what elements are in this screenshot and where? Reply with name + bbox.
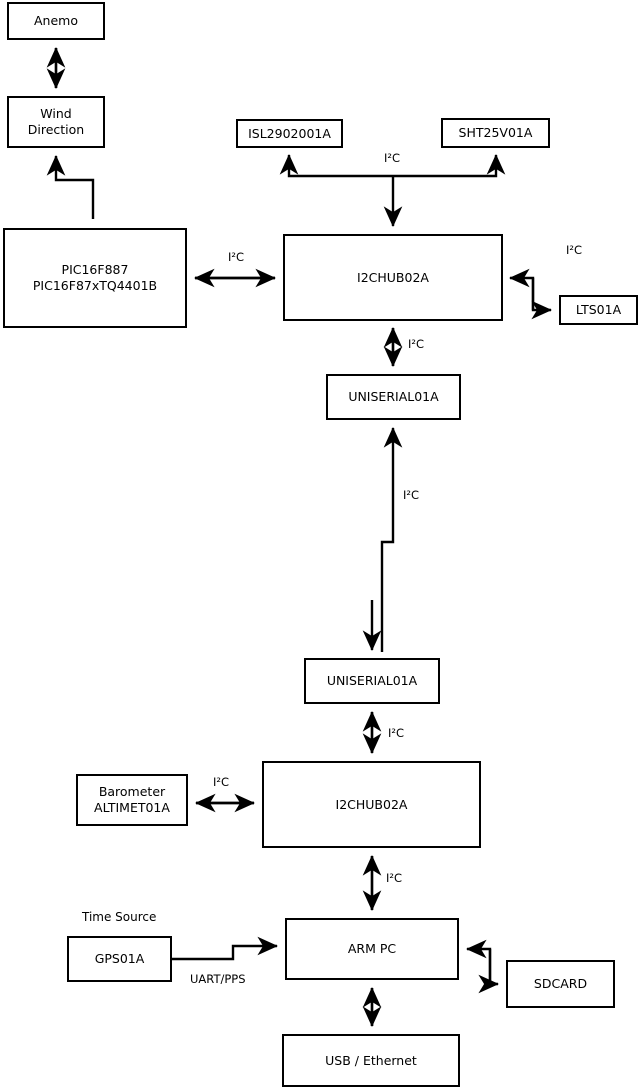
node-barometer[interactable]: Barometer ALTIMET01A [76, 774, 188, 826]
node-lts01a[interactable]: LTS01A [559, 295, 638, 325]
wire-uniserial-link-up [380, 427, 403, 652]
node-isl2902001a[interactable]: ISL2902001A [236, 119, 343, 148]
wire-lts-to-hub [509, 268, 535, 310]
wire-hub-to-lts [531, 278, 552, 320]
node-wind-direction-label: Wind Direction [27, 106, 85, 137]
edge-label-uniserial-link: I²C [403, 488, 420, 502]
node-i2chub02a-top-label: I2CHUB02A [357, 269, 429, 285]
node-uniserial01a-bottom-label: UNISERIAL01A [326, 673, 418, 689]
edge-label-hub-top-to-uniserial-top: I²C [408, 337, 425, 351]
node-sdcard-label: SDCARD [533, 976, 588, 992]
node-arm-pc-label: ARM PC [347, 941, 397, 957]
wire-bus-to-sht [393, 154, 506, 178]
node-i2chub02a-bottom-label: I2CHUB02A [335, 796, 408, 812]
edge-label-gps-to-arm-pc: UART/PPS [190, 972, 246, 986]
node-sht25v01a[interactable]: SHT25V01A [441, 118, 550, 148]
edge-label-barometer-to-hub: I²C [213, 775, 230, 789]
node-gps01a[interactable]: GPS01A [67, 936, 172, 982]
node-wind-direction[interactable]: Wind Direction [7, 96, 105, 148]
edge-label-hub-top-to-lts: I²C [566, 243, 583, 257]
wire-armpc-to-sdcard [478, 949, 499, 994]
node-pic-mcu[interactable]: PIC16F887 PIC16F87xTQ4401B [3, 228, 187, 328]
node-i2chub02a-bottom[interactable]: I2CHUB02A [262, 761, 481, 848]
node-isl2902001a-label: ISL2902001A [248, 125, 331, 141]
node-anemo[interactable]: Anemo [7, 2, 105, 40]
wire-bus-to-isl [279, 154, 393, 178]
node-i2chub02a-top[interactable]: I2CHUB02A [283, 234, 503, 321]
edge-label-uniserial-bottom-to-hub: I²C [388, 726, 405, 740]
node-anemo-label: Anemo [34, 13, 78, 29]
node-sht25v01a-label: SHT25V01A [458, 125, 533, 141]
node-gps01a-label: GPS01A [94, 951, 145, 967]
node-uniserial01a-top[interactable]: UNISERIAL01A [326, 374, 461, 420]
node-arm-pc[interactable]: ARM PC [285, 918, 459, 980]
wire-gps-to-armpc [172, 936, 278, 961]
node-lts01a-label: LTS01A [575, 302, 622, 318]
edge-label-pic-to-hub-top: I²C [228, 250, 245, 264]
node-pic-mcu-label: PIC16F887 PIC16F87xTQ4401B [32, 262, 158, 293]
edge-label-sensors-to-hub-top: I²C [384, 151, 401, 165]
node-uniserial01a-top-label: UNISERIAL01A [348, 389, 439, 405]
wire-sdcard-to-armpc [466, 939, 492, 984]
node-usb-ethernet-label: USB / Ethernet [325, 1052, 417, 1068]
wire-pic-to-wind [46, 155, 95, 219]
node-usb-ethernet[interactable]: USB / Ethernet [282, 1034, 460, 1087]
node-barometer-label: Barometer ALTIMET01A [94, 784, 170, 815]
edge-label-hub-bottom-to-arm-pc: I²C [386, 871, 403, 885]
node-sdcard[interactable]: SDCARD [506, 960, 615, 1008]
node-uniserial01a-bottom[interactable]: UNISERIAL01A [304, 658, 440, 704]
label-time-source: Time Source [82, 910, 157, 924]
